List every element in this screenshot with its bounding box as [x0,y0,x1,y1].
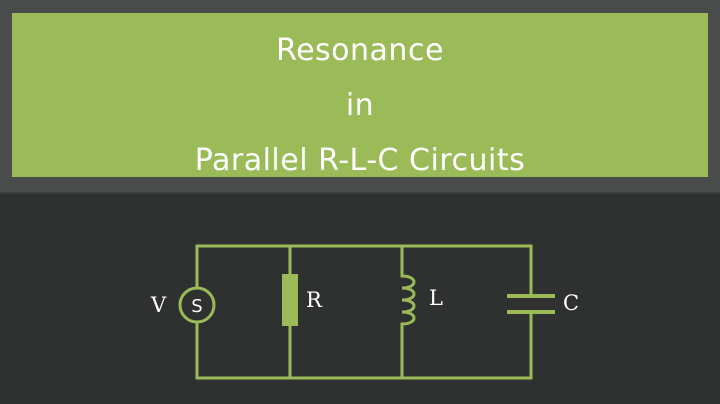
capacitor-label: C [563,291,579,315]
ac-source: S [178,286,216,324]
inductor-coil [401,274,416,326]
title-panel: Resonance in Parallel R-L-C Circuits [12,13,708,178]
section-divider [0,192,720,194]
title-line-2: in [345,88,375,123]
title-line-1: Resonance [276,33,444,68]
inductor-label: L [429,286,443,310]
source-symbol: S [191,296,202,317]
resistor-body [282,274,298,326]
title-line-3: Parallel R-L-C Circuits [194,143,526,178]
resistor-label: R [306,288,323,312]
source-label: V [150,293,167,317]
